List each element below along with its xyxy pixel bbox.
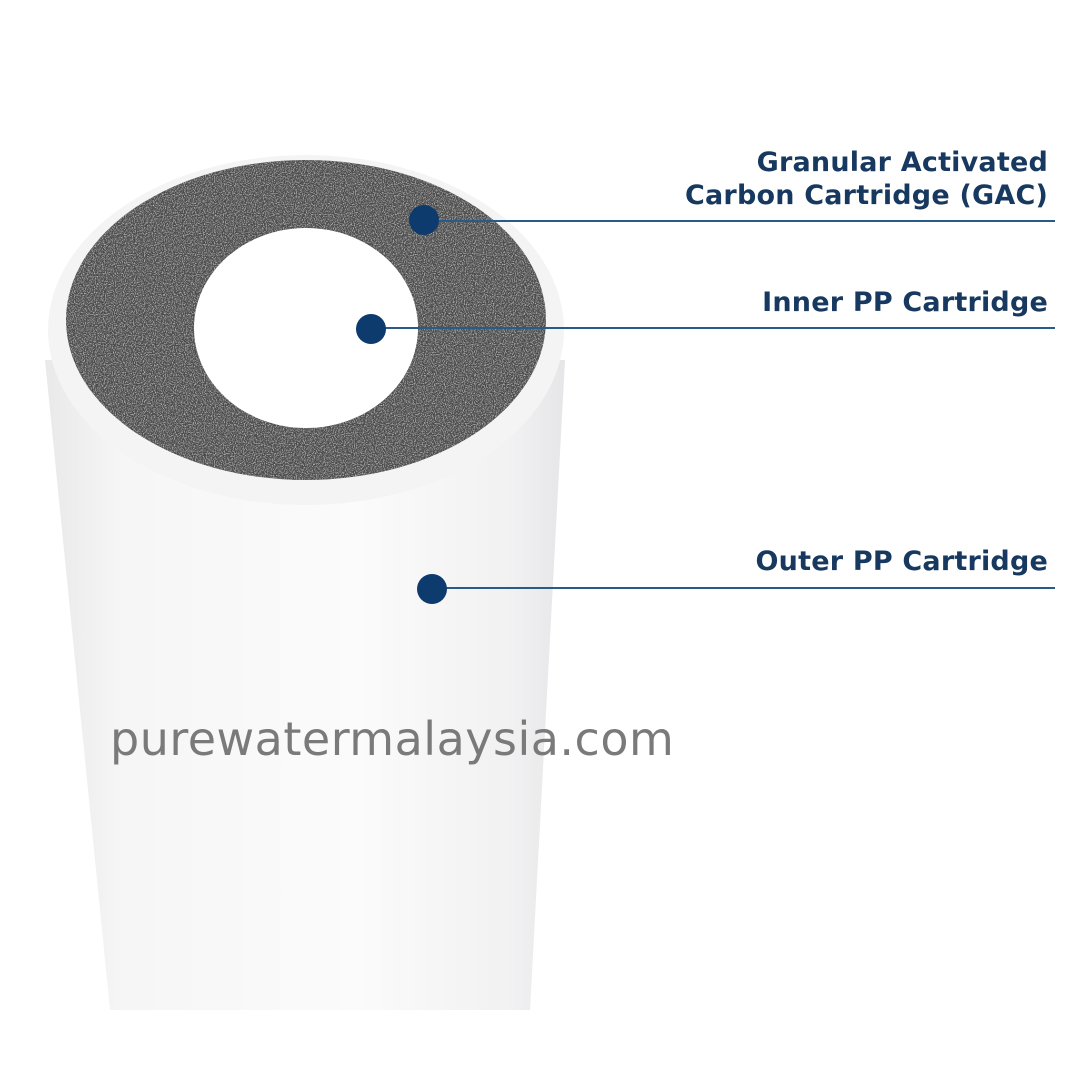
gac-label: Granular Activated Carbon Cartridge (GAC… xyxy=(685,146,1048,212)
outer-pp-marker-dot xyxy=(417,574,447,604)
watermark: purewatermalaysia.com xyxy=(110,712,675,766)
outer-pp-label: Outer PP Cartridge xyxy=(755,546,1048,577)
outer-pp-body xyxy=(45,360,565,1010)
inner-pp-marker-dot xyxy=(356,314,386,344)
gac-label-line2: Carbon Cartridge (GAC) xyxy=(685,180,1048,211)
gac-marker-dot xyxy=(409,205,439,235)
gac-label-line1: Granular Activated xyxy=(756,147,1048,178)
leader-lines xyxy=(371,220,1055,589)
inner-pp-label: Inner PP Cartridge xyxy=(762,287,1048,318)
inner-pp-core xyxy=(194,228,418,428)
